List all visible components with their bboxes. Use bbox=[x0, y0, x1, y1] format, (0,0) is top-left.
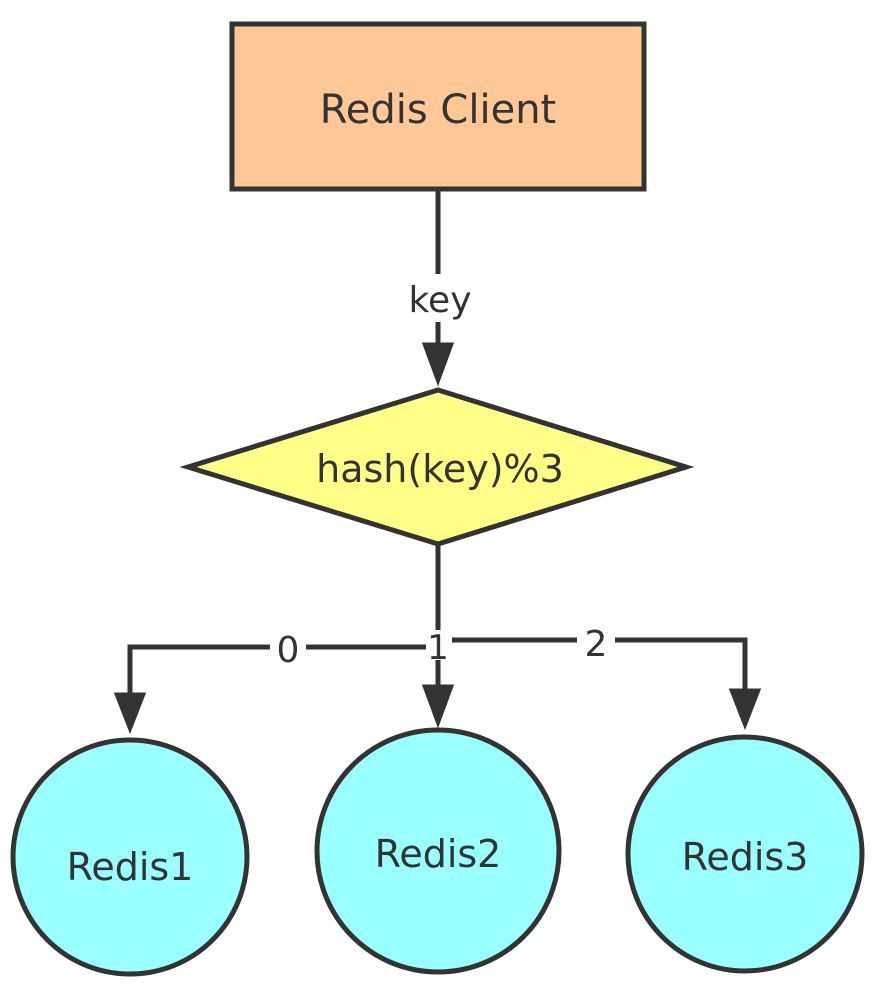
node-hash-decision: hash(key)%3 bbox=[179, 387, 695, 547]
redis1-circle bbox=[10, 737, 250, 977]
edge-label-bg-2 bbox=[577, 620, 615, 662]
edge-line-hash-to-redis1 bbox=[127, 644, 438, 700]
edge-client-to-hash: key bbox=[400, 189, 478, 387]
edge-label-key: key bbox=[408, 280, 471, 321]
edge-label-bg-key bbox=[400, 274, 478, 322]
redis3-circle bbox=[625, 734, 865, 974]
edge-label-0: 0 bbox=[277, 630, 300, 671]
redis1-label: Redis1 bbox=[67, 845, 194, 889]
edge-label-1: 1 bbox=[427, 628, 449, 668]
arrowhead-to-redis1 bbox=[113, 692, 147, 735]
arrowhead-to-redis2 bbox=[421, 684, 455, 729]
edge-label-bg-1 bbox=[426, 630, 452, 660]
node-redis1: Redis1 bbox=[10, 737, 250, 977]
redis2-circle bbox=[314, 727, 562, 975]
edge-group-hash-to-redis: 0 1 2 bbox=[113, 544, 762, 735]
edge-label-bg-0 bbox=[270, 628, 306, 668]
redis-client-box bbox=[229, 21, 647, 192]
edge-label-2: 2 bbox=[585, 624, 608, 665]
node-redis-client: Redis Client bbox=[229, 21, 647, 192]
arrowhead-to-hash bbox=[421, 342, 455, 387]
redis-client-label: Redis Client bbox=[320, 87, 556, 133]
hash-decision-label: hash(key)%3 bbox=[316, 447, 564, 491]
hash-decision-diamond bbox=[179, 387, 695, 547]
redis3-label: Redis3 bbox=[682, 835, 809, 879]
node-redis2: Redis2 bbox=[314, 727, 562, 975]
node-redis3: Redis3 bbox=[625, 734, 865, 974]
redis2-label: Redis2 bbox=[375, 832, 502, 876]
edge-line-hash-to-redis3 bbox=[438, 637, 748, 695]
arrowhead-to-redis3 bbox=[728, 688, 762, 731]
